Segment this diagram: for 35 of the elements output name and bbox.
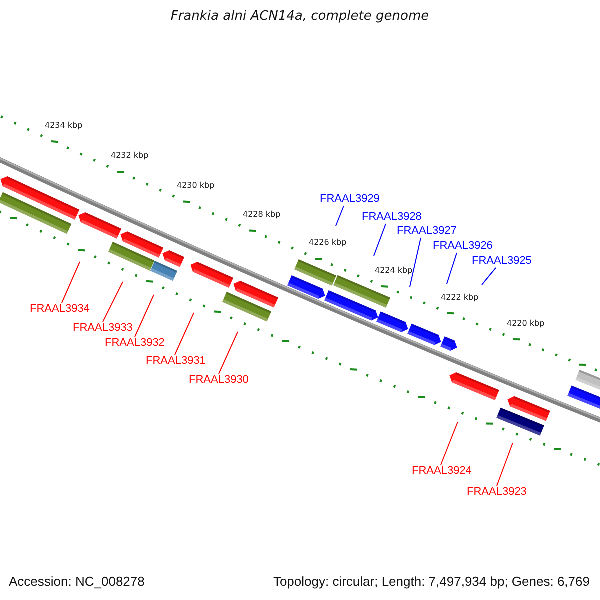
gene-label: FRAAL3924 — [412, 465, 472, 478]
tick-label: 4230 kbp — [177, 180, 215, 191]
tick-label: 4228 kbp — [243, 210, 281, 220]
tick-label: 4222 kbp — [441, 292, 479, 302]
tick-label: 4232 kbp — [111, 151, 149, 162]
gene-label: FRAAL3934 — [30, 303, 90, 316]
leader-line — [102, 282, 124, 322]
leader-line — [496, 442, 514, 486]
gene-label: FRAAL3932 — [105, 337, 165, 350]
gene-label: FRAAL3925 — [472, 255, 532, 268]
tick-label: 4234 kbp — [45, 120, 83, 131]
leader-line — [218, 332, 238, 374]
leader-line — [374, 224, 386, 256]
leader-line — [446, 252, 458, 284]
leader-line — [482, 268, 496, 286]
gene-label: FRAAL3927 — [397, 225, 457, 238]
tick-label: 4226 kbp — [309, 238, 347, 248]
gene-label: FRAAL3933 — [73, 322, 133, 335]
tick-label: 4220 kbp — [507, 318, 545, 329]
leader-line — [440, 422, 458, 466]
accession-text: Accession: NC_008278 — [9, 574, 145, 590]
gene-label: FRAAL3930 — [189, 374, 249, 387]
gene-label: FRAAL3928 — [362, 211, 422, 224]
leader-line — [62, 262, 80, 304]
leader-line — [134, 294, 154, 338]
gene-label: FRAAL3929 — [320, 193, 380, 206]
diagram-title: Frankia alni ACN14a, complete genome — [170, 9, 430, 24]
leader-line — [410, 238, 422, 288]
genome-summary: Topology: circular; Length: 7,497,934 bp; Genes: 6,769 — [273, 574, 590, 590]
leader-line — [336, 206, 344, 226]
gene-label: FRAAL3926 — [433, 240, 493, 253]
gene-label: FRAAL3931 — [146, 355, 206, 368]
gene-label: FRAAL3923 — [467, 486, 527, 499]
tick-label: 4224 kbp — [375, 266, 413, 276]
leader-line — [174, 312, 194, 356]
